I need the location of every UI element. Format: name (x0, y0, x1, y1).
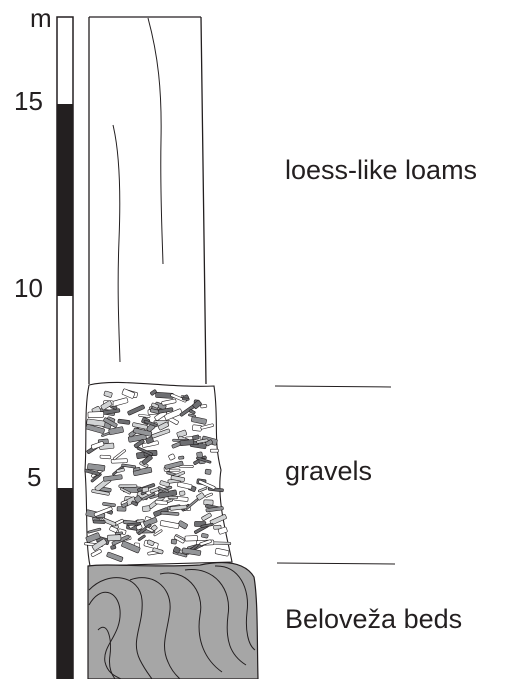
gravel-clast (100, 455, 111, 459)
gravel-clast (93, 520, 105, 524)
gravel-clast (210, 449, 218, 452)
loess-layer-outline (89, 17, 206, 384)
scale-tick-5: 5 (27, 464, 41, 490)
gravel-clast (180, 439, 194, 445)
gravels-label: gravels (285, 458, 372, 485)
gravel-clast (205, 469, 211, 475)
gravel-clast (185, 536, 198, 542)
gravel-clast (179, 491, 185, 496)
scale-segment-black-lower (57, 488, 73, 679)
gravel-clast (142, 487, 149, 493)
gravel-clast (155, 500, 168, 505)
gravel-clast (182, 398, 189, 401)
gravel-clast (142, 505, 150, 511)
loess-crack-line-1 (113, 125, 120, 362)
gravel-clast (178, 456, 184, 459)
scale-tick-10: 10 (14, 275, 43, 301)
loess-label: loess-like loams (285, 157, 477, 184)
scale-tick-15: 15 (14, 88, 43, 114)
gravel-clast (201, 533, 208, 538)
gravel-clast (88, 412, 104, 418)
loess-crack-line-2 (148, 18, 163, 264)
gravel-clast (107, 535, 121, 541)
boundary-line-loess-gravels (275, 386, 391, 387)
gravel-clast (119, 485, 137, 488)
boundary-line-gravels-beds (277, 563, 395, 564)
meter-scale-bar (57, 17, 73, 679)
beloveza-beds-label: Beloveža beds (285, 606, 462, 633)
gravel-clast (212, 542, 231, 545)
beloveza-beds-layer (88, 563, 258, 679)
gravel-clast (192, 425, 202, 432)
gravel-clast (171, 539, 177, 544)
gravels-layer (84, 382, 232, 566)
beloveza-beds-fill (88, 563, 258, 679)
scale-unit-label: m (30, 5, 52, 31)
gravel-clast (110, 545, 116, 550)
loess-layer (89, 17, 206, 384)
scale-segment-black-upper (57, 104, 73, 296)
